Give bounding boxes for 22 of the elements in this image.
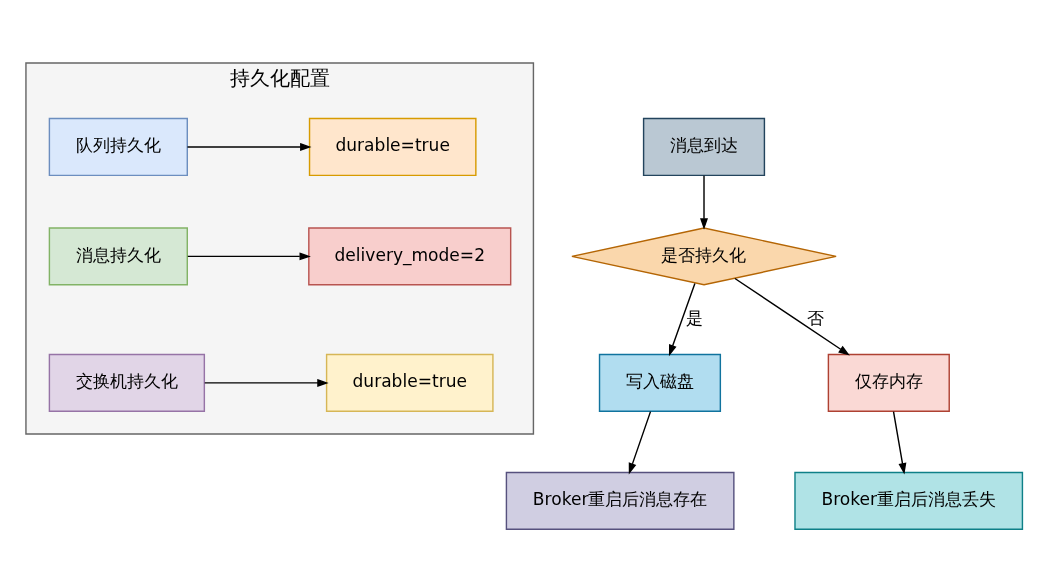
edge-label: 是 [686, 308, 704, 329]
arrow [628, 410, 652, 475]
node-box: 消息持久化 [48, 227, 188, 286]
node-box: 仅存内存 [827, 353, 950, 413]
node-box: 队列持久化 [48, 117, 188, 177]
arrow [186, 142, 312, 151]
node-box: delivery_mode=2 [308, 227, 512, 286]
node-box: Broker重启后消息存在 [505, 471, 735, 530]
edge-label: 否 [807, 308, 825, 329]
node-box: 写入磁盘 [598, 353, 722, 413]
arrow [700, 175, 708, 230]
arrow [204, 378, 329, 387]
node-box: durable=true [325, 353, 494, 413]
node-diamond: 是否持久化 [571, 227, 837, 286]
arrow [734, 277, 850, 356]
arrow [668, 282, 696, 357]
arrow [187, 252, 311, 261]
node-box: 交换机持久化 [48, 353, 206, 413]
node-box: Broker重启后消息丢失 [794, 471, 1024, 530]
node-box: durable=true [308, 117, 477, 177]
node-box: 消息到达 [642, 117, 766, 177]
arrow [892, 410, 907, 475]
